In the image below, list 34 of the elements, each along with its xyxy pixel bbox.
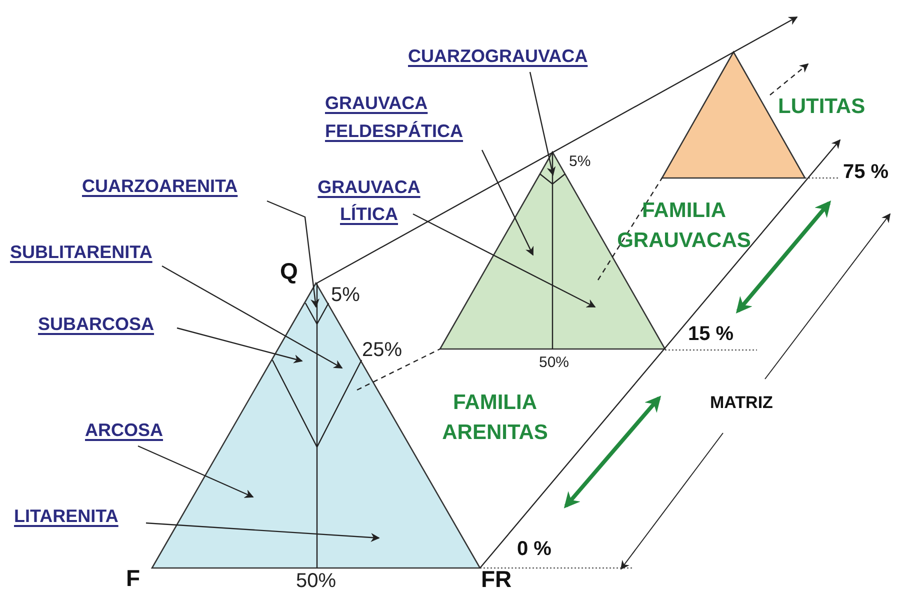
rock-type-label: LITARENITA (14, 505, 118, 527)
vertex-label: Q (280, 259, 298, 284)
leader-arrow (138, 445, 254, 498)
dashed-connector (598, 178, 662, 280)
leader-arrow (481, 150, 534, 256)
leader-arrow (529, 72, 556, 176)
leader-arrow (412, 213, 596, 308)
percent-label: 5% (569, 154, 591, 170)
group-label: FAMILIA GRAUVACAS (616, 198, 752, 254)
rock-type-label: GRAUVACA LÍTICA (300, 174, 438, 228)
rock-type-label: ARCOSA (85, 419, 164, 441)
percent-label: 50% (296, 570, 336, 592)
leader-arrow (146, 522, 380, 542)
vertex-label: FR (481, 567, 512, 592)
percent-label: 15 % (688, 323, 734, 345)
rock-type-label: CUARZOARENITA (82, 175, 238, 197)
dashed-connector (356, 348, 440, 391)
rock-type-label: SUBLITARENITA (10, 241, 152, 263)
rock-type-label: CUARZOGRAUVACA (408, 45, 588, 67)
group-label: FAMILIA ARENITAS (441, 390, 549, 446)
group-label: LUTITAS (778, 94, 866, 120)
leader-arrow (176, 327, 303, 364)
leader-arrow (266, 200, 320, 308)
leader-arrow (162, 265, 343, 369)
axis-label: MATRIZ (710, 394, 773, 413)
percent-label: 0 % (517, 538, 552, 560)
percent-label: 5% (331, 284, 360, 306)
percent-label: 50% (539, 355, 570, 372)
rock-type-label: SUBARCOSA (38, 313, 154, 335)
vertex-label: F (126, 566, 140, 592)
percent-label: 25% (362, 339, 402, 361)
percent-label: 75 % (843, 161, 889, 183)
rock-type-label: GRAUVACA FELDESPÁTICA (325, 89, 500, 145)
dashed-connector (770, 63, 809, 96)
